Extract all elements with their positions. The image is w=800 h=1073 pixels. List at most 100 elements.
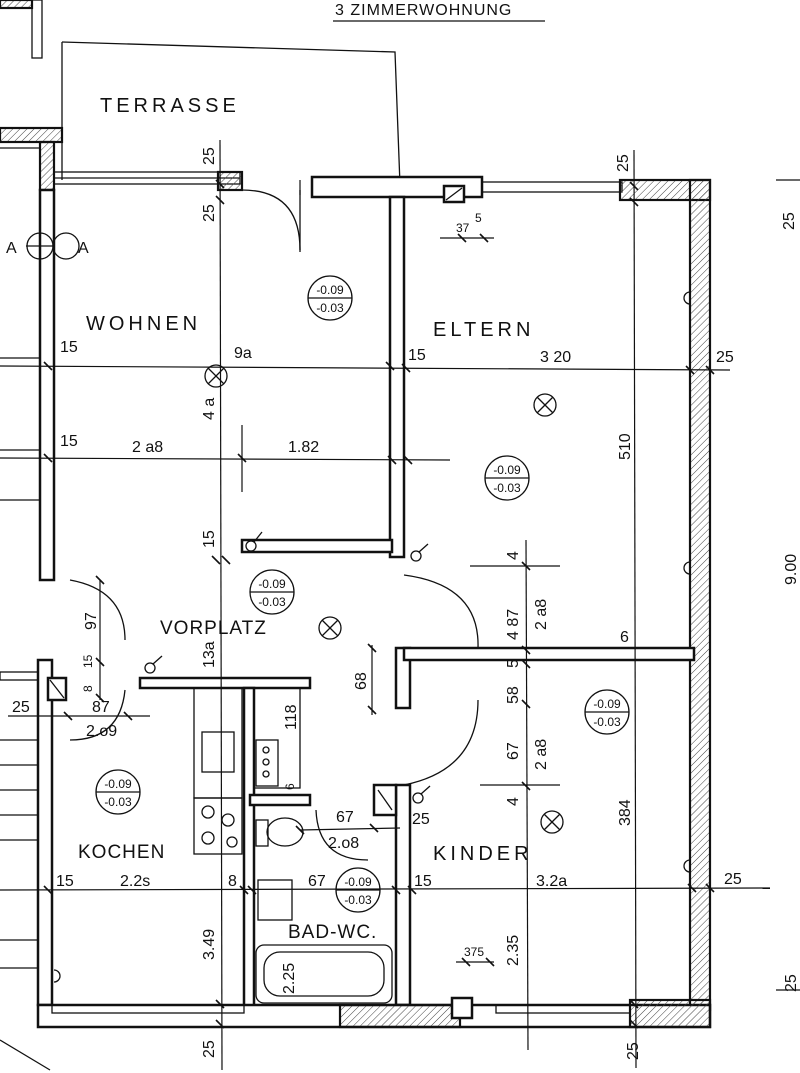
svg-text:-0.09: -0.09 bbox=[593, 697, 621, 711]
left-column-top bbox=[31, 0, 43, 59]
entry-door-arc bbox=[69, 579, 126, 641]
bottom-wall-pillar bbox=[338, 1003, 462, 1029]
stove-burner-2 bbox=[221, 813, 235, 827]
stair-diagonal bbox=[0, 1039, 51, 1071]
switch-icon bbox=[245, 531, 263, 552]
kinder-bad-wall bbox=[394, 783, 412, 1007]
dim-text: 375 bbox=[464, 945, 484, 959]
dim-text: 13a bbox=[201, 641, 218, 668]
dim-text: 67 bbox=[308, 873, 326, 890]
level-marker-eltern: -0.09 -0.03 bbox=[484, 455, 530, 501]
dim-text: 118 bbox=[283, 704, 300, 730]
left-wall-segment-2 bbox=[38, 140, 56, 192]
svg-text:-0.03: -0.03 bbox=[593, 715, 621, 729]
toilet-tank bbox=[255, 819, 269, 847]
dim-text: 4 a bbox=[201, 398, 218, 420]
stove-burner-1 bbox=[201, 805, 215, 819]
dim-text: 4 bbox=[505, 797, 522, 806]
dim-text: 9.00 bbox=[783, 554, 800, 585]
dim-text: 87 bbox=[92, 699, 110, 716]
level-marker-vorplatz: -0.09 -0.03 bbox=[249, 569, 295, 615]
dim-text: 2.o9 bbox=[86, 723, 117, 740]
dim-line-row2 bbox=[0, 457, 451, 461]
top-wall-pillar-1 bbox=[216, 170, 244, 192]
level-marker-kinder: -0.09 -0.03 bbox=[584, 689, 630, 735]
dim-text: 384 bbox=[617, 799, 634, 826]
left-stair-top bbox=[0, 671, 39, 681]
kitchen-bath-wall bbox=[242, 686, 256, 1008]
svg-text:-0.03: -0.03 bbox=[258, 595, 286, 609]
dim-text: 15 bbox=[408, 347, 426, 364]
stove-burner-3 bbox=[201, 831, 215, 845]
dim-text: 8 bbox=[228, 873, 237, 890]
eltern-door-arc bbox=[403, 574, 479, 649]
dim-text: 1.82 bbox=[288, 439, 319, 456]
toilet-icon bbox=[266, 817, 304, 847]
bath-top-wall bbox=[248, 793, 312, 807]
dimension-ticks bbox=[43, 179, 715, 1029]
bath-cabinet bbox=[253, 687, 301, 789]
svg-text:-0.09: -0.09 bbox=[344, 875, 372, 889]
washer-knob-2 bbox=[262, 758, 270, 766]
dim-text: 25 bbox=[724, 871, 742, 888]
dim-text: 2.o8 bbox=[328, 835, 359, 852]
wohnen-vorplatz-wall bbox=[240, 538, 394, 554]
wash-basin bbox=[257, 879, 293, 921]
dim-text: 15 bbox=[60, 339, 78, 356]
dim-text: 2 a8 bbox=[533, 739, 550, 770]
plan-title: 3 ZIMMERWOHNUNG bbox=[335, 2, 512, 19]
dim-line-row1 bbox=[0, 365, 731, 371]
socket-icon bbox=[53, 969, 61, 983]
switch-icon bbox=[412, 785, 431, 804]
washer-knob-1 bbox=[262, 746, 270, 754]
dim-text: 6 bbox=[283, 783, 297, 790]
dim-text: 510 bbox=[617, 433, 634, 460]
svg-text:-0.09: -0.09 bbox=[493, 463, 521, 477]
bottom-window-kochen bbox=[51, 1004, 245, 1014]
dim-text: 2.25 bbox=[281, 963, 298, 994]
dim-text: 2 a8 bbox=[132, 439, 163, 456]
stove-burner-4 bbox=[226, 836, 238, 848]
svg-text:-0.03: -0.03 bbox=[104, 795, 132, 809]
kitchen-shaft-diagonal bbox=[49, 679, 65, 699]
dim-text: 25 bbox=[12, 699, 30, 716]
dim-text: 67 bbox=[505, 742, 522, 760]
dim-line-row3 bbox=[0, 887, 771, 891]
dim-text: 25 bbox=[201, 1040, 218, 1058]
bottom-vent bbox=[450, 996, 474, 1020]
room-label-kinder: KINDER bbox=[433, 843, 533, 865]
vent-shaft-diagonal bbox=[445, 187, 463, 201]
dim-text: 25 bbox=[201, 147, 218, 165]
bath-door-arc bbox=[315, 809, 369, 861]
dim-line-vert-left bbox=[219, 139, 223, 1071]
room-label-kochen: KOCHEN bbox=[78, 842, 165, 863]
dim-text: 3.2a bbox=[536, 873, 567, 890]
dim-text: 25 bbox=[615, 154, 632, 172]
dim-text: 2.2s bbox=[120, 873, 150, 890]
bottom-wall-right bbox=[628, 998, 712, 1029]
dim-text: 2 a8 bbox=[533, 599, 550, 630]
dim-line-vert-right bbox=[633, 149, 637, 1069]
dim-text: 15 bbox=[60, 433, 78, 450]
svg-text:-0.03: -0.03 bbox=[344, 893, 372, 907]
svg-text:-0.09: -0.09 bbox=[316, 283, 344, 297]
dim-text: 4 87 bbox=[505, 609, 522, 640]
kitchen-door-arc bbox=[69, 689, 126, 741]
dim-text: 25 bbox=[625, 1042, 642, 1060]
level-marker-wohnen: -0.09 -0.03 bbox=[307, 275, 353, 321]
dim-text: 37 bbox=[456, 221, 470, 235]
light-fixture-icon bbox=[533, 393, 557, 417]
svg-text:A: A bbox=[6, 240, 17, 257]
bathtub-inner bbox=[263, 951, 385, 997]
room-label-eltern: ELTERN bbox=[433, 319, 534, 341]
dim-text: 25 bbox=[781, 212, 798, 230]
level-marker-kochen: -0.09 -0.03 bbox=[95, 769, 141, 815]
kitchen-stove bbox=[193, 797, 243, 855]
dim-text: 5 bbox=[505, 659, 522, 668]
svg-text:-0.09: -0.09 bbox=[104, 777, 132, 791]
dim-text: 4 bbox=[505, 551, 522, 560]
wohnen-eltern-wall bbox=[388, 195, 406, 559]
socket-icon bbox=[683, 859, 691, 873]
switch-icon bbox=[410, 543, 429, 562]
